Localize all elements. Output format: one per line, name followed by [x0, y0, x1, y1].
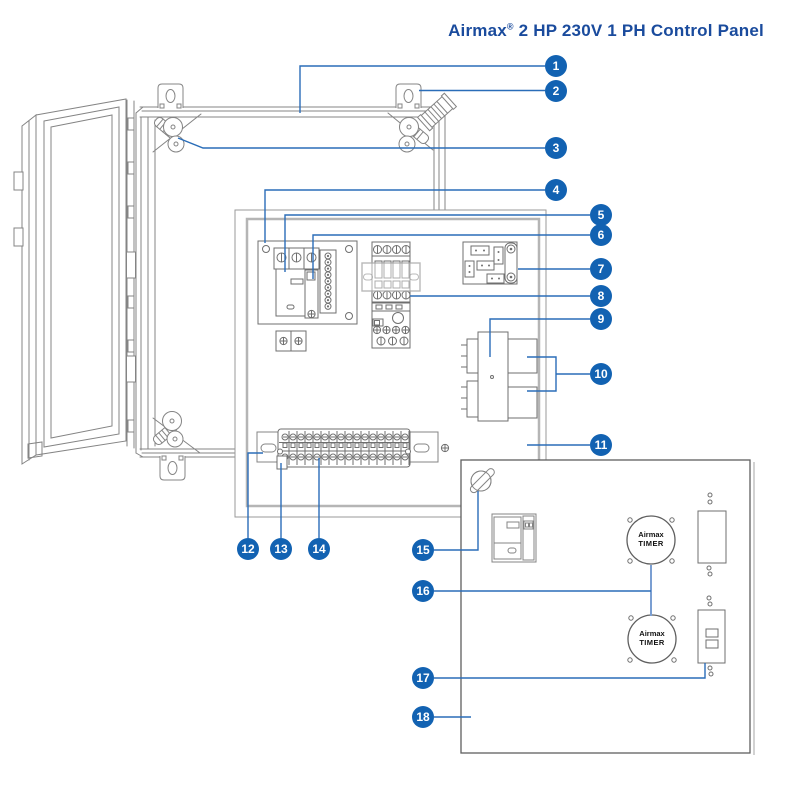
transformer — [461, 331, 538, 422]
callout-13: 13 — [270, 538, 292, 560]
hinge-strip — [126, 99, 136, 449]
timer-label-bottom: Airmax TIMER — [628, 629, 676, 647]
cable-gland — [416, 92, 458, 132]
corner-latch-top-left — [152, 115, 185, 153]
overload-relay — [371, 302, 411, 349]
front-door-panel — [460, 459, 755, 755]
callout-7: 7 — [590, 258, 612, 280]
callout-11: 11 — [590, 434, 612, 456]
timer-word: TIMER — [638, 539, 664, 548]
title-rest: 2 HP 230V 1 PH Control Panel — [513, 21, 764, 40]
corner-latch-bottom-left — [151, 411, 184, 448]
callout-9: 9 — [590, 308, 612, 330]
page-title: Airmax® 2 HP 230V 1 PH Control Panel — [425, 21, 787, 41]
callout-2: 2 — [545, 80, 567, 102]
enclosure-frame — [135, 106, 451, 458]
callout-17: 17 — [412, 667, 434, 689]
callout-5: 5 — [590, 204, 612, 226]
mounting-tab-top-left — [157, 83, 184, 109]
enclosure-door — [13, 98, 127, 465]
brand-name: Airmax — [448, 21, 507, 40]
callout-14: 14 — [308, 538, 330, 560]
timer-word: TIMER — [639, 638, 665, 647]
registered-mark: ® — [506, 21, 514, 32]
timer-dial-top — [626, 515, 676, 565]
receptacle-bottom — [697, 595, 726, 677]
timer-label-top: Airmax TIMER — [627, 530, 675, 548]
relay-board — [462, 241, 518, 285]
timer-brand: Airmax — [638, 530, 664, 539]
callout-4: 4 — [545, 179, 567, 201]
timer-switch — [491, 513, 537, 563]
contactor — [361, 241, 421, 303]
callout-12: 12 — [237, 538, 259, 560]
receptacle-top — [697, 492, 727, 577]
callout-18: 18 — [412, 706, 434, 728]
callout-8: 8 — [590, 285, 612, 307]
circuit-breaker — [273, 247, 320, 352]
timer-brand: Airmax — [639, 629, 665, 638]
terminal-block — [256, 428, 450, 470]
din-terminal-strip — [304, 249, 337, 319]
mounting-tab-top-right — [395, 83, 422, 109]
callout-10: 10 — [590, 363, 612, 385]
mounting-tab-bottom — [159, 455, 186, 481]
callout-1: 1 — [545, 55, 567, 77]
leader-lines — [177, 65, 706, 718]
rotary-handle — [469, 468, 495, 494]
callout-6: 6 — [590, 224, 612, 246]
callout-15: 15 — [412, 539, 434, 561]
callout-16: 16 — [412, 580, 434, 602]
callout-3: 3 — [545, 137, 567, 159]
